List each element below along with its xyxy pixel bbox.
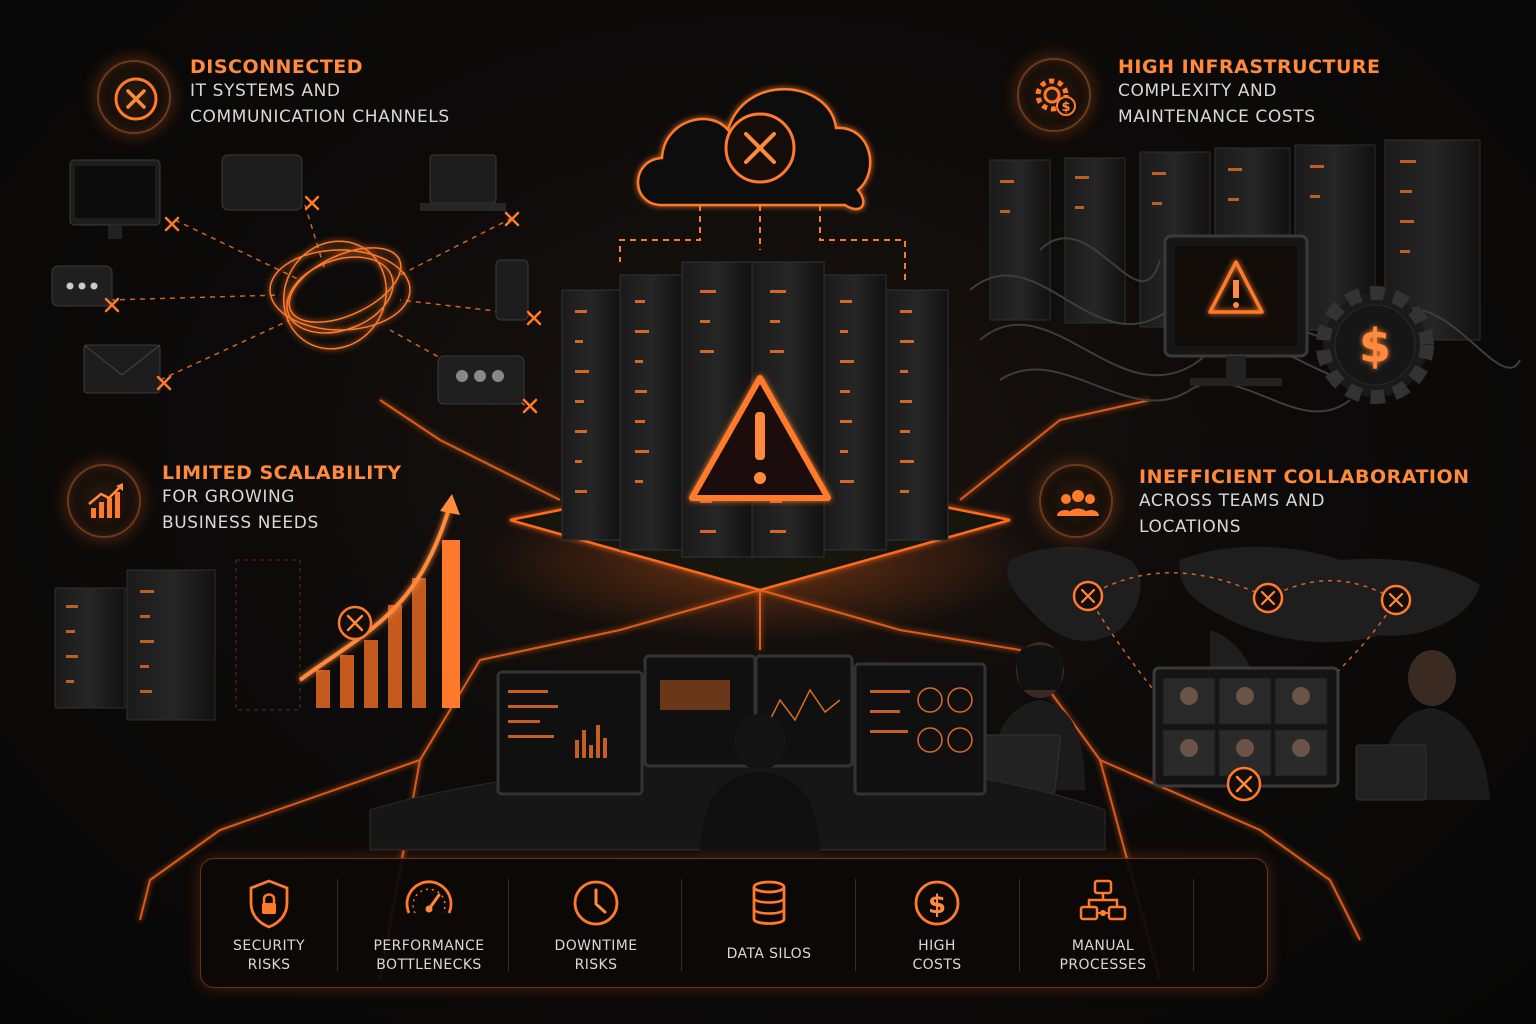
callout-line: COMPLEXITY AND	[1118, 81, 1278, 101]
team-icon	[1039, 464, 1113, 538]
dollar-coin-icon: $	[914, 880, 960, 926]
warning-triangle-icon	[689, 375, 831, 501]
risk-label: DOWNTIME	[554, 938, 638, 954]
risk-label: BOTTLENECKS	[376, 957, 482, 973]
disconnect-marks	[104, 195, 542, 414]
email-icon	[83, 344, 161, 394]
video-conference-screen	[1152, 666, 1340, 802]
callout-collaboration: INEFFICIENT COLLABORATION ACROSS TEAMS A…	[1139, 466, 1470, 540]
callout-title: LIMITED SCALABILITY	[162, 462, 402, 484]
risk-high-costs: $ HIGH COSTS	[861, 859, 1013, 989]
risk-summary-bar: SECURITY RISKS PERFORMANCE BOTTLENECKS DOW…	[200, 858, 1268, 988]
divider	[681, 879, 682, 971]
divider	[855, 879, 856, 971]
risk-label: RISKS	[247, 957, 291, 973]
divider	[508, 879, 509, 971]
svg-text:$: $	[1359, 319, 1391, 373]
x-circle-icon	[97, 60, 171, 134]
risk-label: COSTS	[912, 957, 962, 973]
callout-line: MAINTENANCE COSTS	[1118, 107, 1316, 127]
callout-line: FOR GROWING	[162, 487, 296, 507]
flowchart-icon	[1079, 879, 1127, 921]
risk-label: PERFORMANCE	[373, 938, 485, 954]
callout-infrastructure: HIGH INFRASTRUCTURE COMPLEXITY AND MAINT…	[1118, 56, 1381, 130]
monitor-warning-icon	[1163, 234, 1309, 386]
callout-title: DISCONNECTED	[190, 56, 364, 78]
risk-label: SECURITY	[233, 938, 305, 954]
risk-label: PROCESSES	[1059, 957, 1147, 973]
risk-downtime: DOWNTIME RISKS	[519, 859, 673, 989]
desk-phone-icon	[221, 154, 303, 211]
shield-lock-icon	[249, 879, 289, 929]
divider	[1019, 879, 1020, 971]
speedometer-icon	[405, 880, 453, 914]
callout-line: BUSINESS NEEDS	[162, 513, 319, 533]
gear-dollar-illustration: $	[1316, 286, 1434, 404]
database-icon	[752, 880, 786, 925]
gear-dollar-icon: $	[1017, 58, 1091, 132]
risk-manual-processes: MANUAL PROCESSES	[1027, 859, 1179, 989]
callout-line: ACROSS TEAMS AND	[1139, 491, 1326, 511]
divider	[1193, 879, 1194, 971]
svg-text:$: $	[1061, 100, 1070, 115]
risk-label: RISKS	[574, 957, 618, 973]
callout-line: COMMUNICATION CHANNELS	[190, 107, 450, 127]
risk-security: SECURITY RISKS	[201, 859, 337, 989]
disconnected-devices-web	[51, 154, 542, 414]
control-room-desk	[369, 654, 1106, 860]
laptop-icon	[429, 154, 497, 204]
risk-performance: PERFORMANCE BOTTLENECKS	[351, 859, 507, 989]
callout-title: HIGH INFRASTRUCTURE	[1118, 56, 1381, 78]
clock-icon	[573, 880, 619, 926]
divider	[337, 879, 338, 971]
risk-data-silos: DATA SILOS	[693, 859, 845, 989]
callout-line: LOCATIONS	[1139, 517, 1242, 537]
svg-text:$: $	[928, 890, 946, 920]
world-map-illustration	[1007, 546, 1480, 771]
risk-label: HIGH	[918, 938, 956, 954]
risk-label: MANUAL	[1071, 938, 1135, 954]
scalability-illustration	[54, 494, 460, 721]
callout-disconnected: DISCONNECTED IT SYSTEMS AND COMMUNICATIO…	[190, 56, 450, 130]
risk-label: DATA SILOS	[726, 946, 812, 962]
cloud-disconnected-icon	[619, 88, 906, 280]
callout-scalability: LIMITED SCALABILITY FOR GROWING BUSINESS…	[162, 462, 402, 536]
callout-line: IT SYSTEMS AND	[190, 81, 341, 101]
growth-chart-icon	[67, 464, 141, 538]
smartphone-icon	[495, 259, 529, 321]
callout-title: INEFFICIENT COLLABORATION	[1139, 466, 1470, 488]
